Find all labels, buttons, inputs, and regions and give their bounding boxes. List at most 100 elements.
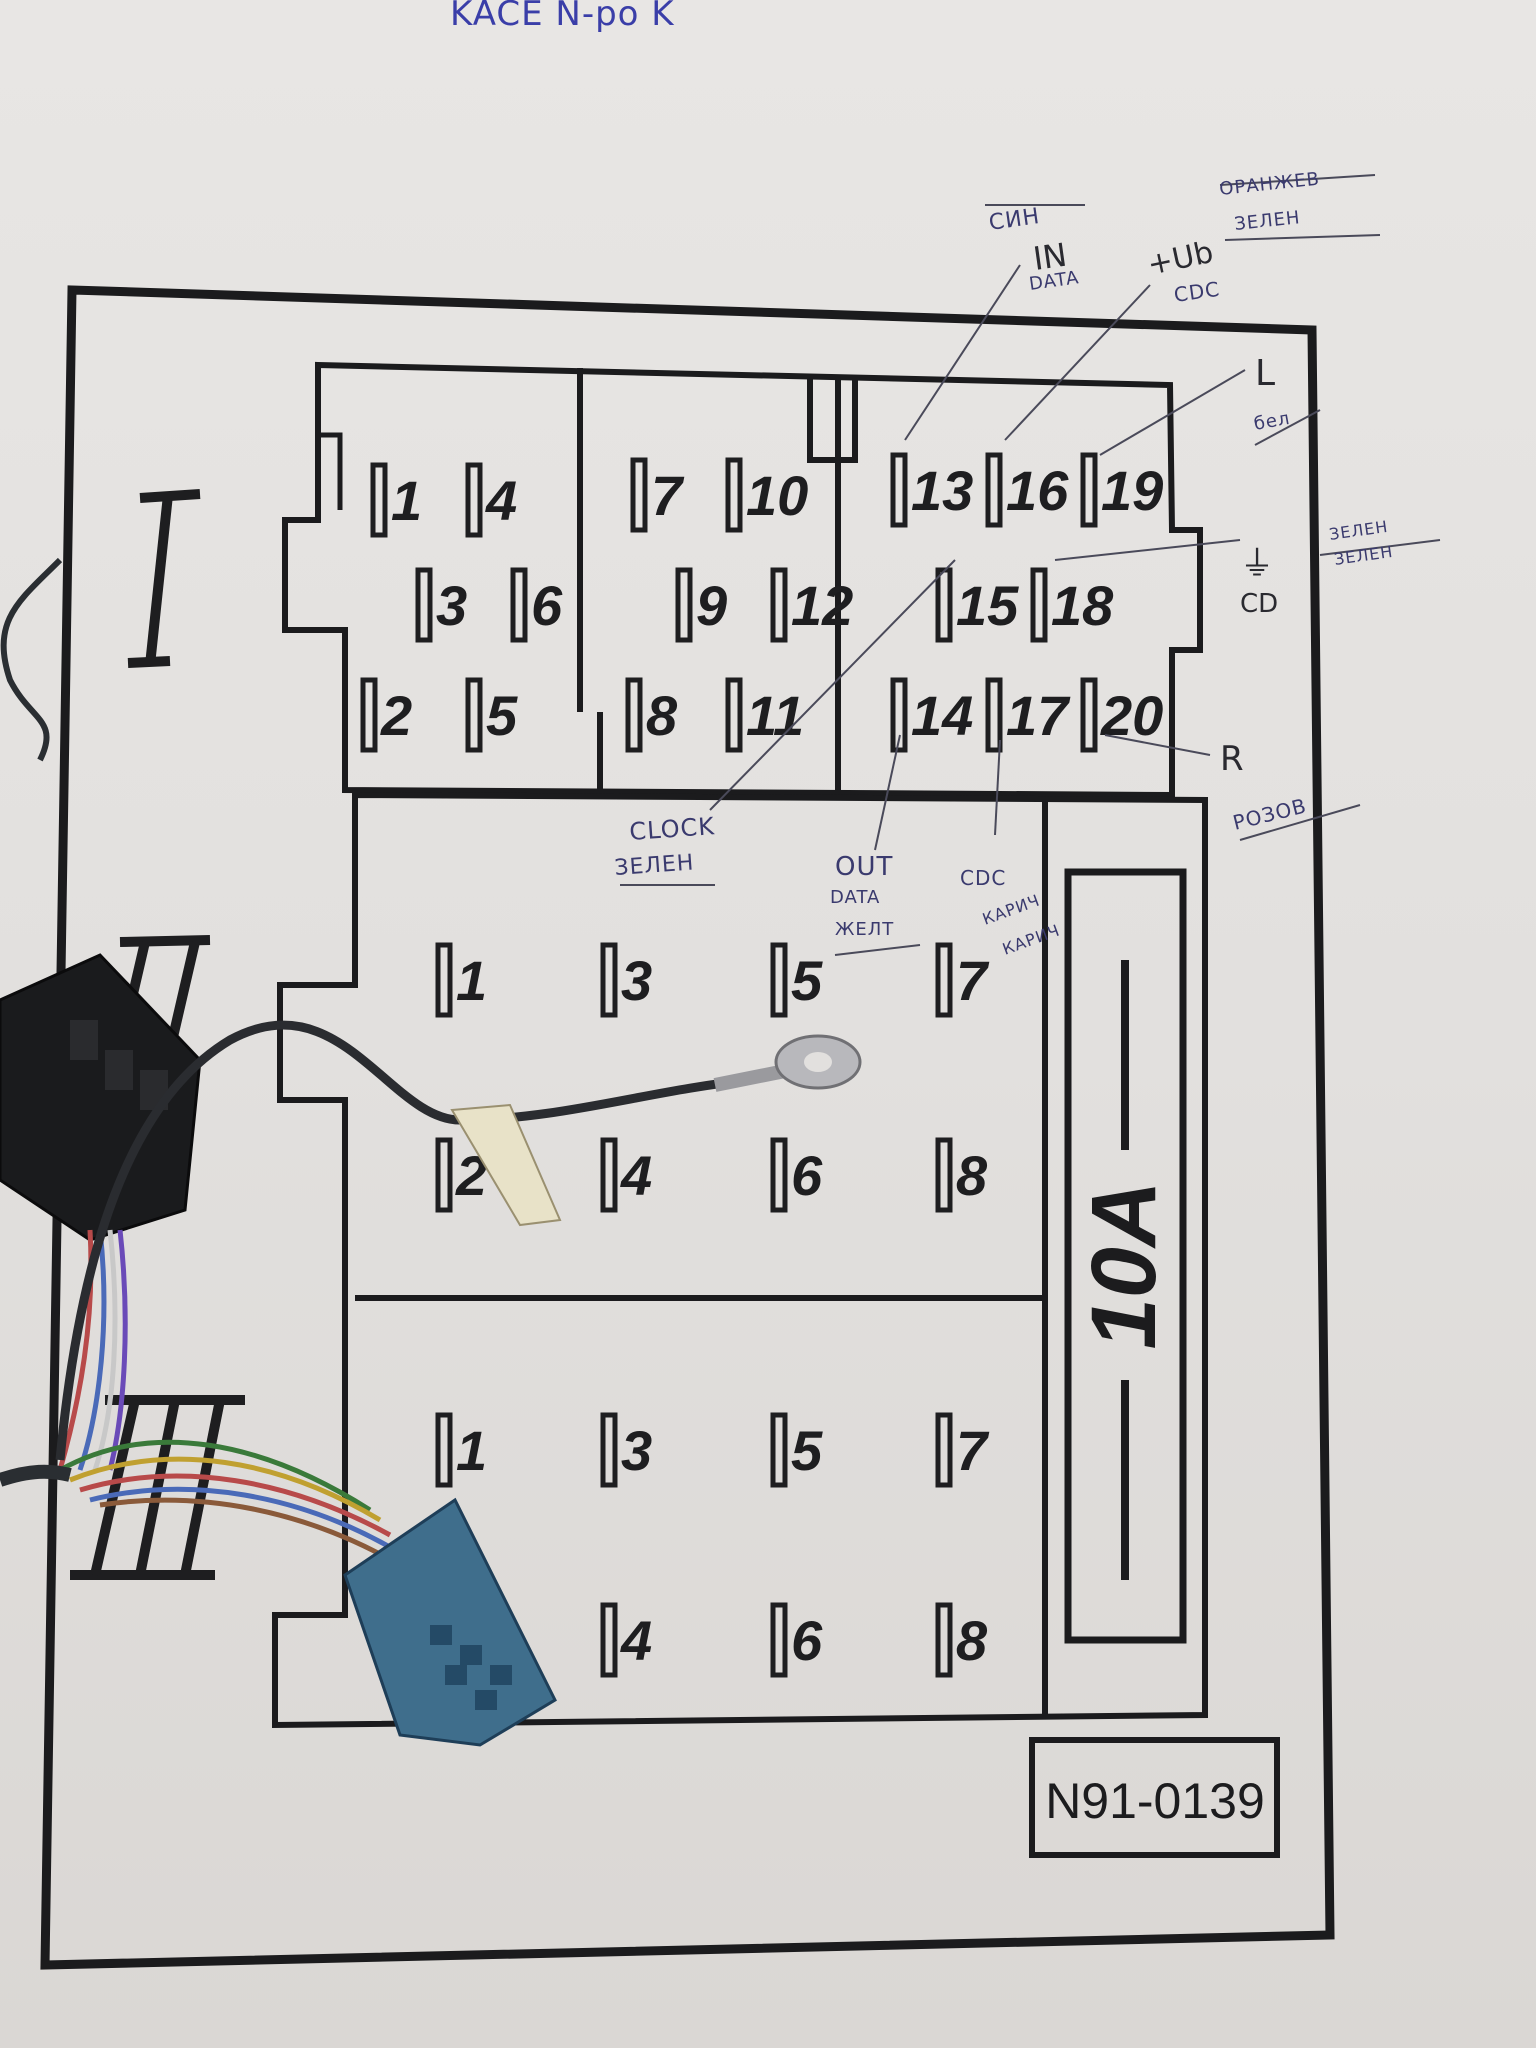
note-out: OUT: [835, 852, 893, 882]
note-right: R: [1220, 739, 1244, 779]
connector_low-pin-slot-6: [770, 1602, 788, 1678]
part-code: N91-0139: [1045, 1773, 1265, 1829]
connector_a-pin-label-5: 5: [486, 684, 518, 747]
fuse-holder: [1064, 868, 1187, 1644]
connector_c-pin-label-17: 17: [1006, 684, 1071, 747]
connector_low-pin-label-8: 8: [956, 1609, 988, 1672]
connector_a-pin-slot-4: [465, 462, 483, 538]
note-out-data: DATA: [830, 887, 880, 908]
connector_c-pin-slot-17: [985, 677, 1003, 753]
connector_c-pin-label-13: 13: [911, 459, 973, 522]
note-cdc-top: CDC: [1172, 277, 1221, 307]
connector_mid-pin-label-3: 3: [621, 949, 652, 1012]
connector_c-pin-label-16: 16: [1006, 459, 1069, 522]
note-green-2: ЗЕЛЕН: [1333, 542, 1395, 569]
header-scrawl: KACE N-po K: [450, 0, 675, 34]
connector-side-tab: [315, 385, 343, 510]
top-connector-housing: [282, 361, 1203, 799]
connector_mid-pin-slot-6: [770, 1137, 788, 1213]
note-brown-2: КАРИЧ: [1000, 920, 1063, 958]
connector_b-pin-slot-12: [770, 567, 788, 643]
connector_c-pin-label-15: 15: [956, 574, 1019, 637]
connector_b-pin-slot-11: [725, 677, 743, 753]
connector_mid-pin-label-8: 8: [956, 1144, 988, 1207]
connector_c-pin-label-20: 20: [1100, 684, 1163, 747]
connector_c-pin-slot-15: [935, 567, 953, 643]
connector_b-pin-slot-9: [675, 567, 693, 643]
connector_c-pin-label-19: 19: [1101, 459, 1163, 522]
connector_low-pin-slot-7: [935, 1412, 953, 1488]
note-clock-color: ЗЕЛЕН: [614, 850, 696, 881]
connector_mid-pin-slot-2: [435, 1137, 453, 1213]
connector_b-pin-label-9: 9: [696, 574, 727, 637]
connector_b-pin-slot-8: [625, 677, 643, 753]
connector_b-pin-label-7: 7: [651, 464, 685, 527]
connector_mid-pin-label-6: 6: [791, 1144, 823, 1207]
note-cdc-low: CDC: [960, 866, 1006, 890]
note-green-1: ЗЕЛЕН: [1328, 517, 1390, 544]
connector_low-pin-slot-4: [600, 1602, 618, 1678]
connector_b-pin-label-10: 10: [746, 464, 808, 527]
note-left: L: [1255, 353, 1275, 394]
connector_c-pin-label-14: 14: [911, 684, 973, 747]
blue-iso-plug: [343, 1497, 557, 1747]
connector_c-pin-slot-18: [1030, 567, 1048, 643]
roman-numeral-1: [127, 489, 201, 668]
connector_mid-pin-slot-4: [600, 1137, 618, 1213]
connector-key-notch: [807, 378, 858, 463]
connector_c-pin-label-18: 18: [1051, 574, 1114, 637]
connector_a-pin-label-6: 6: [531, 574, 563, 637]
roman-numeral-3: [70, 1395, 245, 1580]
note-in-data-color: СИН: [987, 204, 1041, 236]
connector_b-pin-label-11: 11: [746, 684, 804, 747]
lower-connector-housing: [272, 791, 1208, 1729]
connector_c-pin-slot-16: [985, 452, 1003, 528]
note-right-color: РОЗОВ: [1230, 793, 1309, 834]
connector_low-pin-label-3: 3: [621, 1419, 652, 1482]
connector_b-pin-slot-7: [630, 457, 648, 533]
connector_c-pin-slot-20: [1080, 677, 1098, 753]
connector_c-pin-slot-13: [890, 452, 908, 528]
connector_a-pin-label-1: 1: [391, 469, 422, 532]
connector_a-pin-label-3: 3: [436, 574, 467, 637]
connector-low-pins: 1 3 5 7 4 6 8: [435, 1412, 990, 1678]
connector_low-pin-label-5: 5: [791, 1419, 823, 1482]
connector_a-pin-label-2: 2: [380, 684, 412, 747]
connector_a-pin-slot-3: [415, 567, 433, 643]
note-ground-cd: CD: [1240, 589, 1278, 619]
ground-wire: [55, 1020, 862, 1461]
connector_b-pin-slot-10: [725, 457, 743, 533]
connector_a-pin-slot-5: [465, 677, 483, 753]
connector_low-pin-label-7: 7: [956, 1419, 990, 1482]
connector_mid-pin-label-1: 1: [456, 949, 487, 1012]
left-wire-coil: [0, 557, 63, 762]
connector_mid-pin-slot-3: [600, 942, 618, 1018]
note-ground-symbol: ⏚: [1240, 544, 1274, 584]
connector-c-pins: 13 16 19 15 18 14 17 20: [890, 452, 1163, 753]
connector_mid-pin-slot-5: [770, 942, 788, 1018]
connector_low-pin-label-1: 1: [456, 1419, 487, 1482]
connector_low-pin-slot-5: [770, 1412, 788, 1488]
connector_mid-pin-slot-1: [435, 942, 453, 1018]
note-out-color: ЖЕЛТ: [835, 919, 894, 940]
note-orange-1: ОРАНЖЕВ: [1218, 169, 1321, 200]
connector_c-pin-slot-19: [1080, 452, 1098, 528]
connector_b-pin-label-8: 8: [646, 684, 678, 747]
connector_low-pin-slot-3: [600, 1412, 618, 1488]
connector_mid-pin-label-5: 5: [791, 949, 823, 1012]
connector_mid-pin-slot-7: [935, 942, 953, 1018]
connector_c-pin-slot-14: [890, 677, 908, 753]
connector_a-pin-slot-1: [370, 462, 388, 538]
note-orange-2: ЗЕЛЕН: [1233, 207, 1301, 235]
connector_low-pin-label-6: 6: [791, 1609, 823, 1672]
note-plus-ub: +Ub: [1144, 235, 1216, 283]
outer-frame: [40, 285, 1335, 1970]
note-left-color: бел: [1252, 408, 1292, 435]
connector_low-pin-slot-8: [935, 1602, 953, 1678]
note-in: IN: [1031, 236, 1069, 278]
connector_low-pin-label-4: 4: [620, 1609, 652, 1672]
